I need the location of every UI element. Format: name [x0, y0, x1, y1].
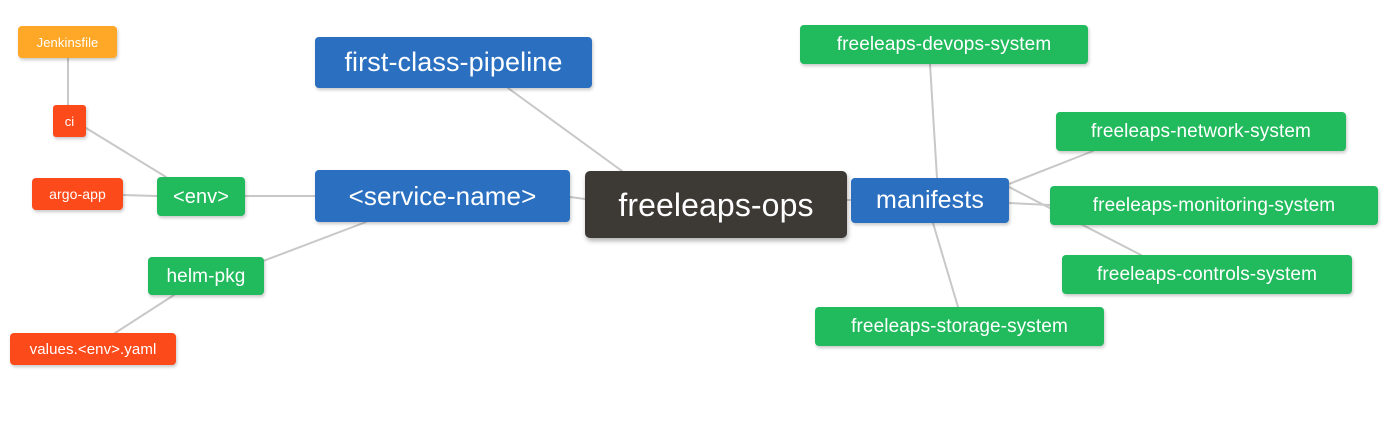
edge-service-name-to-freeleaps-ops	[569, 196, 586, 200]
edge-first-class-pipeline-to-freeleaps-ops	[507, 87, 623, 172]
edge-service-name-to-helm-pkg	[249, 221, 367, 267]
node-helm-pkg[interactable]: helm-pkg	[148, 257, 264, 295]
node-freeleaps-devops-system[interactable]: freeleaps-devops-system	[800, 25, 1088, 64]
node-freeleaps-storage-system[interactable]: freeleaps-storage-system	[815, 307, 1104, 346]
node-first-class-pipeline[interactable]: first-class-pipeline	[315, 37, 592, 88]
node-ci[interactable]: ci	[53, 105, 86, 137]
edge-manifests-to-freeleaps-devops-system	[929, 63, 938, 179]
node-service-name[interactable]: <service-name>	[315, 170, 570, 222]
node-manifests[interactable]: manifests	[851, 178, 1009, 223]
node-freeleaps-network-system[interactable]: freeleaps-network-system	[1056, 112, 1346, 151]
edge-ci-to-env	[85, 127, 167, 178]
edge-argo-app-to-env	[122, 194, 158, 197]
node-argo-app[interactable]: argo-app	[32, 178, 123, 210]
edge-manifests-to-freeleaps-network-system	[1008, 150, 1094, 185]
node-freeleaps-controls-system[interactable]: freeleaps-controls-system	[1062, 255, 1352, 294]
edge-manifests-to-freeleaps-storage-system	[932, 222, 959, 308]
edge-manifests-to-freeleaps-monitoring-system	[1008, 202, 1051, 206]
node-freeleaps-ops[interactable]: freeleaps-ops	[585, 171, 847, 238]
node-freeleaps-monitoring-system[interactable]: freeleaps-monitoring-system	[1050, 186, 1378, 225]
edge-helm-pkg-to-values-env-yaml	[114, 294, 175, 334]
node-values-env-yaml[interactable]: values.<env>.yaml	[10, 333, 176, 365]
node-env[interactable]: <env>	[157, 177, 245, 216]
node-jenkinsfile[interactable]: Jenkinsfile	[18, 26, 117, 58]
